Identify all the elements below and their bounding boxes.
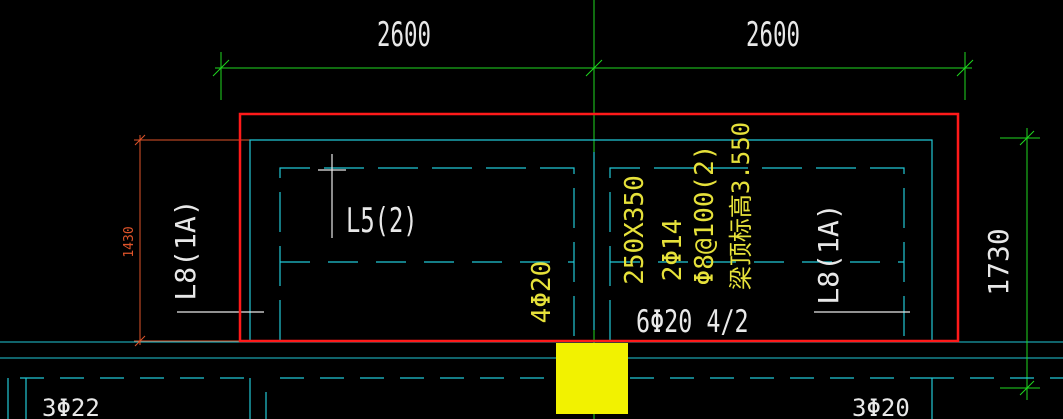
beam-size-label: 250X350 [620, 175, 650, 285]
beam-label-left: L8(1A) [169, 199, 202, 300]
beam-label-center: L5(2) [346, 201, 418, 240]
beam-outlines [7, 139, 1063, 419]
red-selection-icon[interactable] [238, 112, 960, 343]
dim-top-right: 2600 [746, 14, 800, 54]
bottom-left-label: 3Φ22 [42, 394, 100, 419]
bottom-rebar-label: 6Φ20 4/2 [636, 303, 749, 340]
rebar-vertical-label: 4Φ20 [527, 261, 557, 324]
right-dimension [1000, 128, 1040, 400]
stirrup-label: Φ8@100(2) [690, 145, 720, 286]
beam-label-right: L8(1A) [812, 203, 845, 304]
top-dimension [212, 52, 974, 100]
bottom-right-label: 3Φ20 [852, 394, 910, 419]
stirrup-top-label: 2Φ14 [658, 219, 688, 282]
leader-lines [177, 154, 910, 313]
left-dimension [134, 134, 250, 347]
yellow-column-icon[interactable] [556, 343, 628, 414]
elevation-label: 梁顶标高3.550 [727, 122, 755, 290]
dim-left-vertical: 1430 [122, 226, 137, 257]
dim-right-vertical: 1730 [982, 228, 1015, 295]
dim-top-left: 2600 [377, 14, 431, 54]
